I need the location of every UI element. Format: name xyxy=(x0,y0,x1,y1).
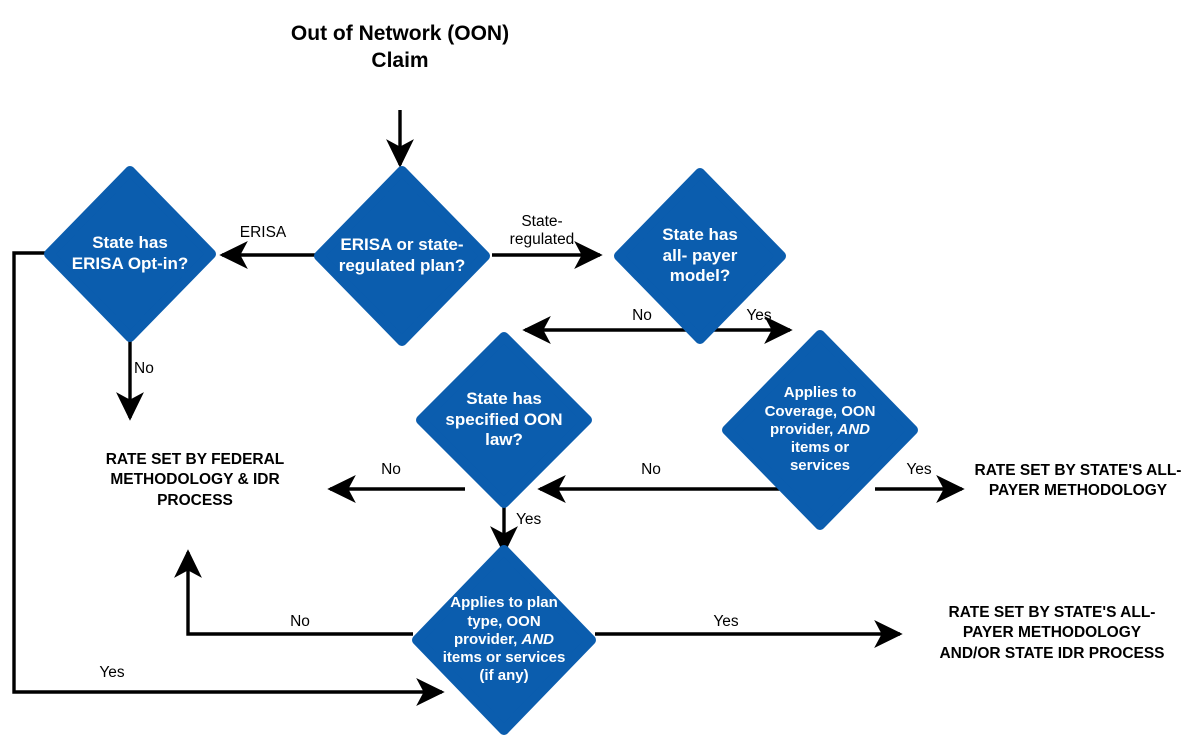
diamond-shape xyxy=(416,332,592,508)
diamond-shape xyxy=(722,330,918,530)
node-state-has-specified-oon-law[interactable]: State has specified OON law? xyxy=(416,332,592,508)
edge-label-all-payer-yes: Yes xyxy=(746,307,772,324)
diamond-shape xyxy=(314,166,490,346)
node-label: ERISA or state- regulated plan? xyxy=(338,235,466,275)
edge-label-erisa-optin-no: No xyxy=(134,360,154,377)
node-state-has-erisa-optin[interactable]: State has ERISA Opt-in? xyxy=(44,166,216,342)
edge-label-erisa: ERISA xyxy=(239,224,287,241)
page-title: Out of Network (OON) Claim xyxy=(290,22,510,73)
outcome-state-all-payer-and-idr: RATE SET BY STATE'S ALL- PAYER METHODOLO… xyxy=(939,604,1165,662)
outcome-state-all-payer-methodology: RATE SET BY STATE'S ALL- PAYER METHODOLO… xyxy=(974,462,1182,500)
node-label: State has all- payer model? xyxy=(662,224,738,286)
edge-label-applies-cov-yes: Yes xyxy=(906,461,932,478)
edge-label-applies-plan-yes: Yes xyxy=(713,613,739,630)
diamond-shape xyxy=(44,166,216,342)
edge-label-applies-cov-no: No xyxy=(641,461,661,478)
node-label: State has ERISA Opt-in? xyxy=(71,233,189,273)
node-erisa-or-state-regulated-plan[interactable]: ERISA or state- regulated plan? xyxy=(314,166,490,346)
edge-label-applies-plan-no: No xyxy=(290,613,310,630)
edge-label-erisa-optin-yes: Yes xyxy=(99,664,125,681)
node-state-has-all-payer-model[interactable]: State has all- payer model? xyxy=(614,168,786,344)
edge-label-state-regulated: State- regulated xyxy=(509,213,575,249)
diamond-shape xyxy=(614,168,786,344)
edge-label-all-payer-no: No xyxy=(632,307,652,324)
node-label: State has specified OON law? xyxy=(445,388,563,450)
diamond-shape xyxy=(412,545,596,735)
outcome-federal-methodology: RATE SET BY FEDERAL METHODOLOGY & IDR PR… xyxy=(105,451,285,509)
edge-label-oon-law-no: No xyxy=(381,461,401,478)
edge-label-oon-law-yes: Yes xyxy=(516,511,542,528)
